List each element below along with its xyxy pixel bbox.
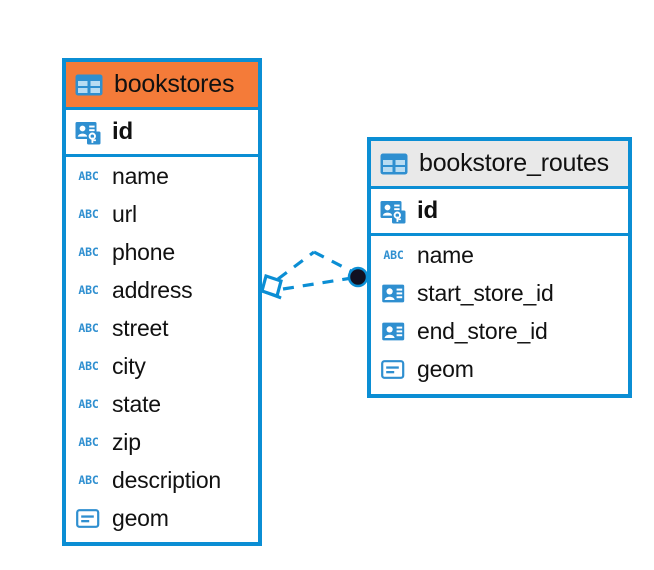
geometry-field-icon (381, 359, 405, 379)
field-label: end_store_id (417, 317, 548, 344)
svg-text:ABC: ABC (78, 245, 98, 259)
entity-header-bookstores[interactable]: bookstores (66, 62, 258, 110)
field-row-address[interactable]: ABC address (66, 271, 258, 309)
field-row-id[interactable]: id (371, 189, 628, 233)
text-field-icon: ABC (78, 473, 99, 487)
field-label: geom (417, 355, 474, 382)
entity-header-bookstore-routes[interactable]: bookstore_routes (371, 141, 628, 189)
field-row-geom[interactable]: geom (66, 499, 258, 537)
field-list-bookstore-routes: ABC name start_store_id (371, 236, 628, 388)
entity-title: bookstore_routes (419, 149, 609, 177)
svg-text:ABC: ABC (78, 435, 98, 449)
entity-table-bookstore-routes[interactable]: bookstore_routes id (367, 137, 632, 398)
relationship-line-lower (282, 276, 353, 291)
svg-text:ABC: ABC (78, 169, 98, 183)
svg-text:ABC: ABC (78, 359, 98, 373)
field-label: id (417, 197, 438, 224)
field-label: phone (112, 238, 175, 265)
svg-text:ABC: ABC (383, 248, 403, 262)
text-field-icon: ABC (78, 397, 99, 411)
field-label: state (112, 390, 161, 417)
text-field-icon: ABC (78, 283, 99, 297)
primary-key-section: id (371, 189, 628, 236)
foreign-key-icon (382, 322, 405, 340)
entity-table-bookstores[interactable]: bookstores id (62, 58, 262, 546)
field-label: address (112, 276, 193, 303)
crows-foot-diamond-marker (260, 273, 283, 300)
primary-key-icon (380, 200, 406, 223)
field-row-end-store-id[interactable]: end_store_id (371, 312, 628, 350)
relationship-endpoint-dot (347, 266, 369, 288)
field-row-zip[interactable]: ABC zip (66, 423, 258, 461)
svg-text:ABC: ABC (78, 207, 98, 221)
field-label: id (112, 118, 133, 145)
field-row-name[interactable]: ABC name (371, 236, 628, 274)
field-row-url[interactable]: ABC url (66, 195, 258, 233)
field-label: geom (112, 504, 169, 531)
field-label: start_store_id (417, 279, 554, 306)
primary-key-icon (75, 121, 101, 144)
relationship-line-upper-right (313, 250, 354, 274)
field-label: description (112, 466, 222, 493)
table-icon (380, 153, 408, 174)
field-label: zip (112, 428, 141, 455)
svg-text:ABC: ABC (78, 283, 98, 297)
text-field-icon: ABC (78, 169, 99, 183)
svg-text:ABC: ABC (78, 473, 98, 487)
svg-text:ABC: ABC (78, 321, 98, 335)
text-field-icon: ABC (78, 321, 99, 335)
field-row-street[interactable]: ABC street (66, 309, 258, 347)
svg-text:ABC: ABC (78, 397, 98, 411)
primary-key-section: id (66, 110, 258, 157)
table-icon (75, 74, 103, 95)
field-row-name[interactable]: ABC name (66, 157, 258, 195)
field-list-bookstores: ABC name ABC url ABC phone ABC ad (66, 157, 258, 537)
field-row-description[interactable]: ABC description (66, 461, 258, 499)
field-label: city (112, 352, 146, 379)
foreign-key-icon (382, 284, 405, 302)
relationship-line-upper-left (277, 250, 315, 281)
field-row-start-store-id[interactable]: start_store_id (371, 274, 628, 312)
field-row-state[interactable]: ABC state (66, 385, 258, 423)
text-field-icon: ABC (78, 435, 99, 449)
field-row-city[interactable]: ABC city (66, 347, 258, 385)
text-field-icon: ABC (78, 207, 99, 221)
entity-title: bookstores (114, 70, 235, 98)
field-row-phone[interactable]: ABC phone (66, 233, 258, 271)
geometry-field-icon (76, 508, 100, 528)
field-row-id[interactable]: id (66, 110, 258, 154)
field-row-geom[interactable]: geom (371, 350, 628, 388)
field-label: street (112, 314, 169, 341)
field-label: name (112, 162, 169, 189)
field-label: url (112, 200, 137, 227)
text-field-icon: ABC (78, 359, 99, 373)
text-field-icon: ABC (78, 245, 99, 259)
text-field-icon: ABC (383, 248, 404, 262)
field-label: name (417, 241, 474, 268)
